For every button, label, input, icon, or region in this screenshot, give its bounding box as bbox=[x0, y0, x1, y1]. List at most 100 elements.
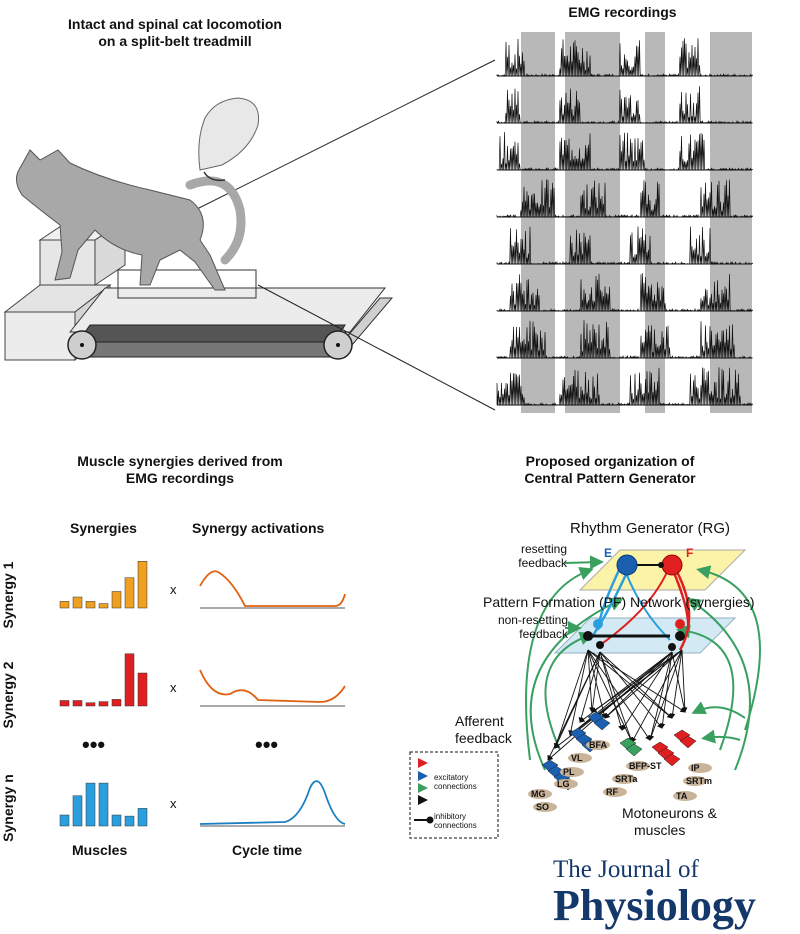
pf-arrow bbox=[569, 651, 673, 736]
motoneuron bbox=[625, 743, 643, 757]
treadmill-title-line2: on a split-belt treadmill bbox=[98, 33, 252, 49]
synergy-bar bbox=[111, 591, 122, 609]
legend-excitatory-text: excitatory bbox=[434, 773, 469, 782]
muscle-ellipse bbox=[554, 779, 578, 789]
activation-curve bbox=[199, 570, 346, 607]
journal-logo: The Journal of Physiology bbox=[553, 856, 756, 928]
pf-arrow bbox=[599, 651, 624, 731]
pf-arrow bbox=[604, 649, 683, 719]
emg-phase-band bbox=[645, 32, 665, 413]
synergy-bar bbox=[124, 577, 135, 609]
synergy-bar bbox=[137, 561, 148, 609]
pf-arrow bbox=[587, 649, 651, 741]
pf-arrow bbox=[587, 649, 595, 713]
pf-projections bbox=[547, 649, 688, 761]
emg-trace bbox=[496, 38, 753, 78]
e-label: E bbox=[604, 546, 613, 560]
pf-arrow bbox=[671, 651, 687, 713]
synergy-bar bbox=[59, 700, 70, 707]
synergy-bar bbox=[85, 702, 96, 707]
pf-arrow bbox=[621, 651, 673, 731]
pf-arrow bbox=[568, 649, 589, 736]
muscle-label: BFA bbox=[589, 740, 608, 750]
muscle-ellipse bbox=[683, 776, 707, 786]
muscle-label: SRTm bbox=[686, 776, 712, 786]
legend-inhibitory-connections: connections bbox=[434, 821, 477, 830]
non-resetting-text: non-resetting bbox=[497, 613, 568, 627]
muscle-ellipse bbox=[612, 774, 636, 784]
cpg-title-line1: Proposed organization of bbox=[525, 453, 695, 469]
ellipsis-right: ••• bbox=[255, 732, 279, 757]
legend-excitatory: excitatory connections bbox=[434, 773, 477, 791]
motoneuron bbox=[663, 753, 681, 767]
afferent-text: Afferent bbox=[455, 713, 504, 729]
synergy-2-label: Synergy 2 bbox=[0, 661, 16, 729]
pf-label: Pattern Formation (PF) Network (synergie… bbox=[483, 594, 755, 610]
times-1: x bbox=[170, 582, 177, 597]
muscle-ellipse bbox=[626, 761, 650, 771]
synergy-bar bbox=[137, 672, 148, 707]
activation-curve bbox=[199, 780, 346, 825]
synergy-bar bbox=[98, 782, 109, 827]
synergy-bar bbox=[72, 795, 83, 827]
synergy-bar bbox=[59, 601, 70, 609]
synergy-bar bbox=[124, 815, 135, 827]
afferent-label: Afferent feedback bbox=[455, 713, 512, 747]
journal-line2: Physiology bbox=[553, 881, 756, 930]
motoneurons-text: Motoneurons & bbox=[622, 805, 717, 821]
muscle-label: TA bbox=[676, 791, 688, 801]
resetting-label: resetting feedback bbox=[505, 542, 567, 570]
non-resetting-label: non-resetting feedback bbox=[480, 613, 568, 641]
muscle-ellipse bbox=[673, 791, 697, 801]
muscle-ellipse bbox=[528, 789, 552, 799]
motoneuron bbox=[679, 735, 697, 749]
pf-arrow bbox=[599, 651, 634, 743]
synergy-bar bbox=[59, 814, 70, 827]
synergy-bar bbox=[111, 814, 122, 827]
emg-title: EMG recordings bbox=[568, 4, 677, 20]
treadmill-title-line1: Intact and spinal cat locomotion bbox=[68, 16, 282, 32]
legend-inhibitory-text: inhibitory bbox=[434, 812, 467, 821]
pf-arrow bbox=[648, 651, 673, 741]
activation-curve bbox=[199, 669, 346, 703]
motoneurons-label: Motoneurons & muscles bbox=[622, 805, 717, 839]
cat-silhouette bbox=[16, 97, 260, 291]
legend-excitatory-connections: connections bbox=[434, 782, 477, 791]
pf-arrow bbox=[587, 649, 673, 719]
resetting-feedback-text: feedback bbox=[518, 556, 567, 570]
emg-trace bbox=[496, 179, 754, 219]
f-label: F bbox=[686, 546, 694, 560]
synergy-bar bbox=[72, 700, 83, 707]
afferent-feedback-text: feedback bbox=[455, 730, 512, 746]
synergy-bar bbox=[98, 701, 109, 707]
muscle-ellipse bbox=[688, 763, 712, 773]
non-resetting-feedback-text: feedback bbox=[519, 627, 568, 641]
treadmill-title: Intact and spinal cat locomotion on a sp… bbox=[20, 16, 330, 50]
pf-arrow bbox=[587, 649, 633, 743]
synergy-bar bbox=[111, 699, 122, 707]
pf-arrow bbox=[669, 649, 683, 719]
muscle-label: LG bbox=[557, 779, 570, 789]
pf-arrow bbox=[553, 649, 589, 749]
synergies-panel bbox=[59, 561, 346, 827]
synergy-n-label: Synergy n bbox=[0, 774, 16, 842]
col-activations: Synergy activations bbox=[192, 520, 325, 536]
synergy-1-label: Synergy 1 bbox=[0, 561, 16, 629]
synergy-title-line1: Muscle synergies derived from bbox=[77, 453, 283, 469]
muscle-label: RF bbox=[606, 787, 618, 797]
legend-box bbox=[409, 751, 499, 839]
emg-panel bbox=[496, 32, 754, 413]
pf-arrow bbox=[569, 649, 683, 736]
synergy-bar bbox=[85, 782, 96, 827]
pf-arrow bbox=[587, 649, 686, 713]
muscle-label: PL bbox=[563, 767, 575, 777]
pf-arrow bbox=[599, 651, 673, 719]
muscle-label: IP bbox=[691, 763, 700, 773]
muscle-ellipse bbox=[603, 787, 627, 797]
synergy-bar bbox=[85, 601, 96, 609]
resetting-text: resetting bbox=[520, 542, 567, 556]
emg-trace bbox=[496, 86, 753, 124]
muscle-label: MG bbox=[531, 789, 546, 799]
synergy-title: Muscle synergies derived from EMG record… bbox=[20, 453, 340, 487]
